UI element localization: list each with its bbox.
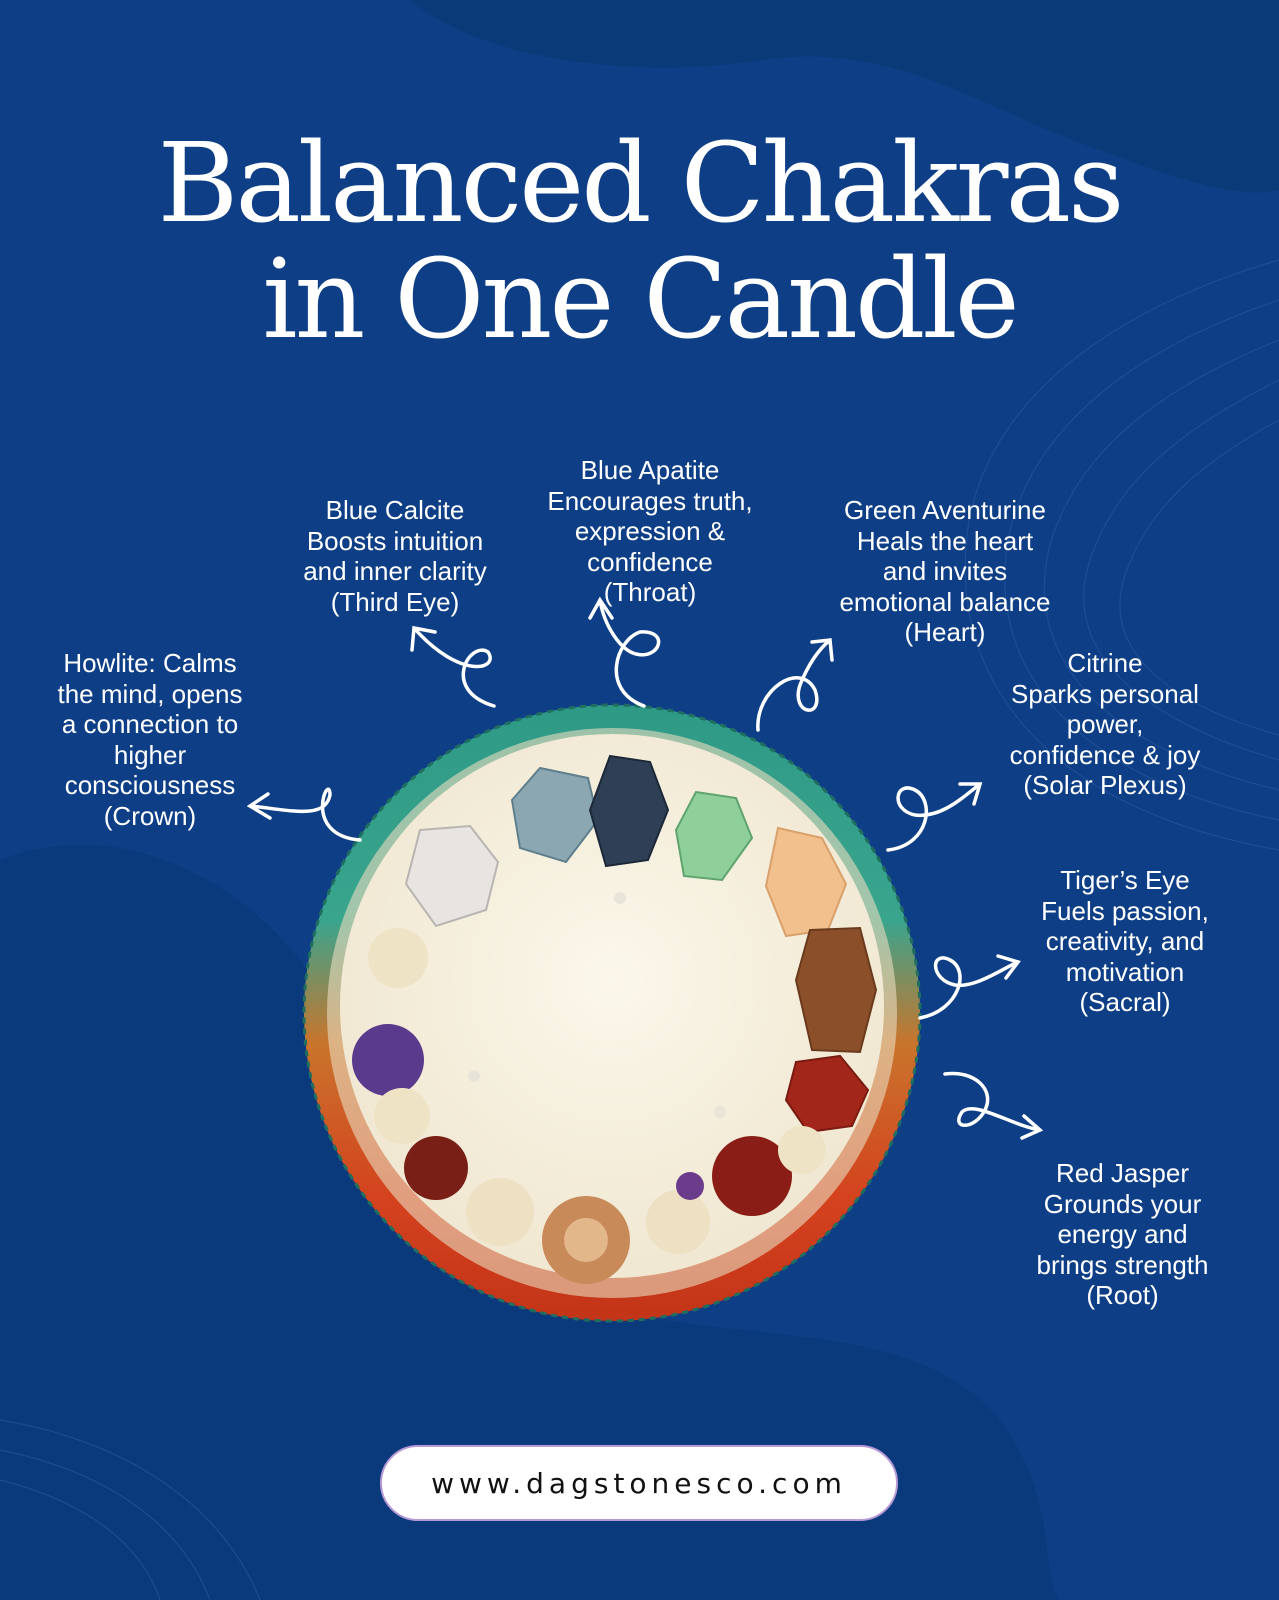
arrow-crown <box>246 787 362 842</box>
stone-label-line: (Crown) <box>103 800 197 831</box>
stone-label-line: (Third Eye) <box>330 586 460 617</box>
title-line-1: Balanced Chakras <box>157 119 1125 247</box>
stone-label-line: expression & <box>574 516 726 546</box>
stone-label-line: confidence <box>587 546 713 577</box>
stone-label-line: Tiger’s Eye <box>1060 865 1190 895</box>
arrow-third-eye <box>410 625 496 708</box>
stone-label-line: brings strength <box>1036 1249 1209 1280</box>
website-url-pill[interactable]: www.dagstonesco.com <box>380 1445 898 1521</box>
stone-label-line: Howlite: Calms <box>63 648 237 678</box>
stone-label-line: emotional balance <box>839 586 1051 617</box>
stone-label-line: (Solar Plexus) <box>1023 770 1187 800</box>
arrow-throat <box>588 596 661 708</box>
stone-label-line: Blue Calcite <box>325 495 465 525</box>
title-line-2: in One Candle <box>262 235 1019 363</box>
stone-label-line: Boosts intuition <box>306 525 484 556</box>
stone-label-line: confidence & joy <box>1009 739 1201 770</box>
stone-label-line: Fuels passion, <box>1041 895 1209 926</box>
stone-label-line: higher <box>113 739 187 770</box>
stone-label-line: motivation <box>1065 956 1185 987</box>
stone-label-line: Red Jasper <box>1056 1158 1189 1188</box>
stone-label-line: Grounds your <box>1043 1188 1202 1219</box>
arrow-root <box>943 1071 1044 1140</box>
stone-label-line: (Sacral) <box>1079 987 1171 1017</box>
stone-label-line: Citrine <box>1067 648 1143 678</box>
stone-label-line: creativity, and <box>1045 926 1205 956</box>
stone-label-line: and inner clarity <box>303 556 487 586</box>
stone-label-line: Heals the heart <box>856 525 1034 556</box>
stone-label-line: energy and <box>1057 1219 1188 1249</box>
stone-label-line: Encourages truth, <box>547 485 753 516</box>
page-title: Balanced Chakras in One Candle <box>0 125 1279 357</box>
stone-label-line: Green Aventurine <box>844 495 1046 525</box>
arrow-sacral <box>918 954 1021 1020</box>
arrow-heart <box>756 638 834 732</box>
stone-label-line: a connection to <box>61 709 239 739</box>
stone-label-line: consciousness <box>64 770 236 800</box>
stone-label-line: (Heart) <box>904 617 986 647</box>
arrow-solar-plexus <box>886 782 983 852</box>
stone-label-line: Blue Apatite <box>580 455 720 485</box>
stone-label-line: power, <box>1066 709 1144 739</box>
stone-label-line: the mind, opens <box>57 678 243 709</box>
website-url[interactable]: www.dagstonesco.com <box>431 1466 847 1500</box>
stone-label-line: (Root) <box>1086 1280 1159 1310</box>
stone-label-line: and invites <box>882 556 1008 586</box>
stone-label-line: (Throat) <box>603 577 697 607</box>
stone-label-line: Sparks personal <box>1011 678 1199 709</box>
